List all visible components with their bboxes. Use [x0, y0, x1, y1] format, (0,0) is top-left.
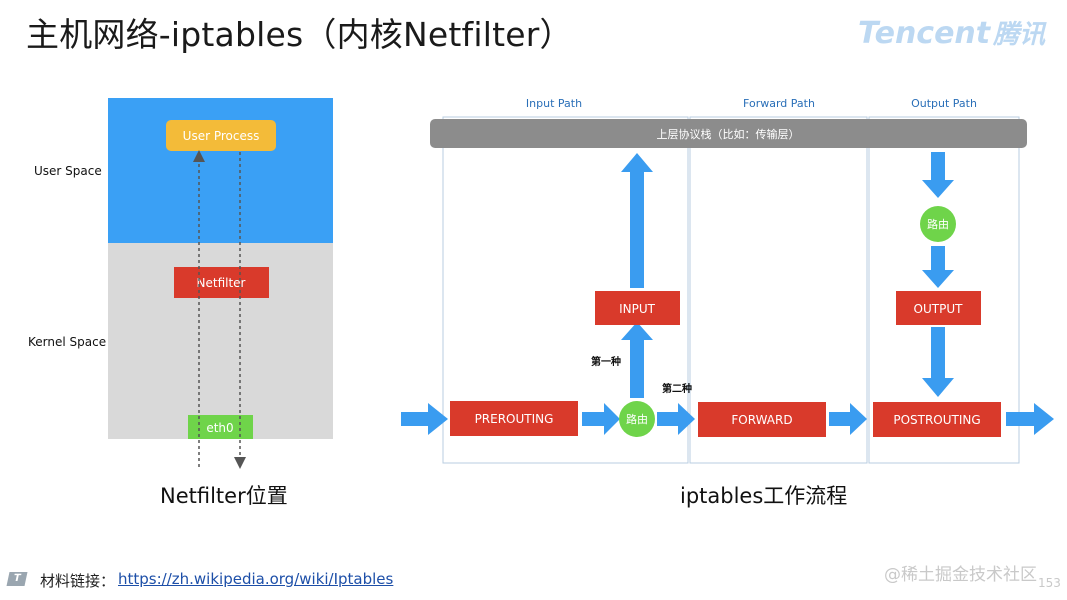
output-to-postrouting-arrow — [922, 327, 954, 397]
egress-arrow — [1006, 403, 1054, 435]
output-node — [896, 291, 981, 325]
input-label: INPUT — [619, 302, 656, 316]
forward-node — [698, 402, 826, 437]
route-node-input — [619, 401, 655, 437]
upper-stack-label: 上层协议栈（比如：传输层） — [657, 127, 800, 141]
output-path-frame — [868, 116, 1020, 464]
right-diagram: Input Path Forward Path Output Path 上层协议… — [401, 97, 1054, 464]
user-process-label: User Process — [183, 129, 260, 143]
route-to-input-arrow — [621, 322, 653, 398]
user-space-label: User Space — [34, 164, 102, 178]
prerouting-label: PREROUTING — [475, 412, 554, 426]
upper-stack-bar — [430, 119, 1027, 148]
footer-logo-icon: T — [6, 572, 28, 586]
stack-to-route-arrow — [922, 152, 954, 198]
forward-to-postrouting-arrow — [829, 403, 867, 435]
input-path-frame — [442, 116, 689, 464]
input-node — [595, 291, 680, 325]
footer-logo-mark: T — [12, 573, 22, 584]
route-label-input: 路由 — [626, 412, 648, 426]
output-path-title: Output Path — [911, 97, 977, 110]
left-diagram: User Space Kernel Space User Process Net… — [28, 98, 333, 469]
brand-name: Tencent — [858, 16, 991, 51]
route-node-output — [920, 206, 956, 242]
input-to-stack-arrow — [621, 153, 653, 288]
forward-label: FORWARD — [731, 413, 792, 427]
netfilter-label: Netfilter — [197, 276, 246, 290]
netfilter-box — [174, 267, 269, 298]
flow-arrows — [401, 152, 1054, 435]
page-number: 153 — [1038, 576, 1061, 590]
right-diagram-caption: iptables工作流程 — [680, 484, 848, 508]
user-space-region — [108, 98, 333, 243]
ingress-arrow — [401, 403, 448, 435]
footer-label: 材料链接： — [40, 572, 116, 590]
input-path-title: Input Path — [526, 97, 582, 110]
prerouting-node — [450, 401, 578, 436]
forward-path-frame — [689, 116, 868, 464]
route-to-forward-arrow — [657, 403, 695, 435]
brand-cn: 腾讯 — [993, 20, 1046, 50]
forward-path-title: Forward Path — [743, 97, 815, 110]
postrouting-label: POSTROUTING — [893, 413, 980, 427]
route-to-output-arrow — [922, 246, 954, 288]
kernel-space-label: Kernel Space — [28, 335, 106, 349]
route-label-output: 路由 — [927, 217, 949, 231]
first-path-label: 第一种 — [591, 355, 621, 368]
prerouting-to-route-arrow — [582, 403, 620, 435]
left-diagram-caption: Netfilter位置 — [160, 484, 288, 508]
second-path-label: 第二种 — [662, 382, 692, 395]
user-process-box — [166, 120, 276, 151]
output-label: OUTPUT — [914, 302, 964, 316]
watermark: @稀土掘金技术社区 — [884, 565, 1037, 585]
wikipedia-link[interactable]: https://zh.wikipedia.org/wiki/Iptables — [118, 570, 394, 588]
slide-title: 主机网络-iptables（内核Netfilter） — [26, 15, 573, 54]
postrouting-node — [873, 402, 1001, 437]
eth0-label: eth0 — [206, 421, 233, 435]
